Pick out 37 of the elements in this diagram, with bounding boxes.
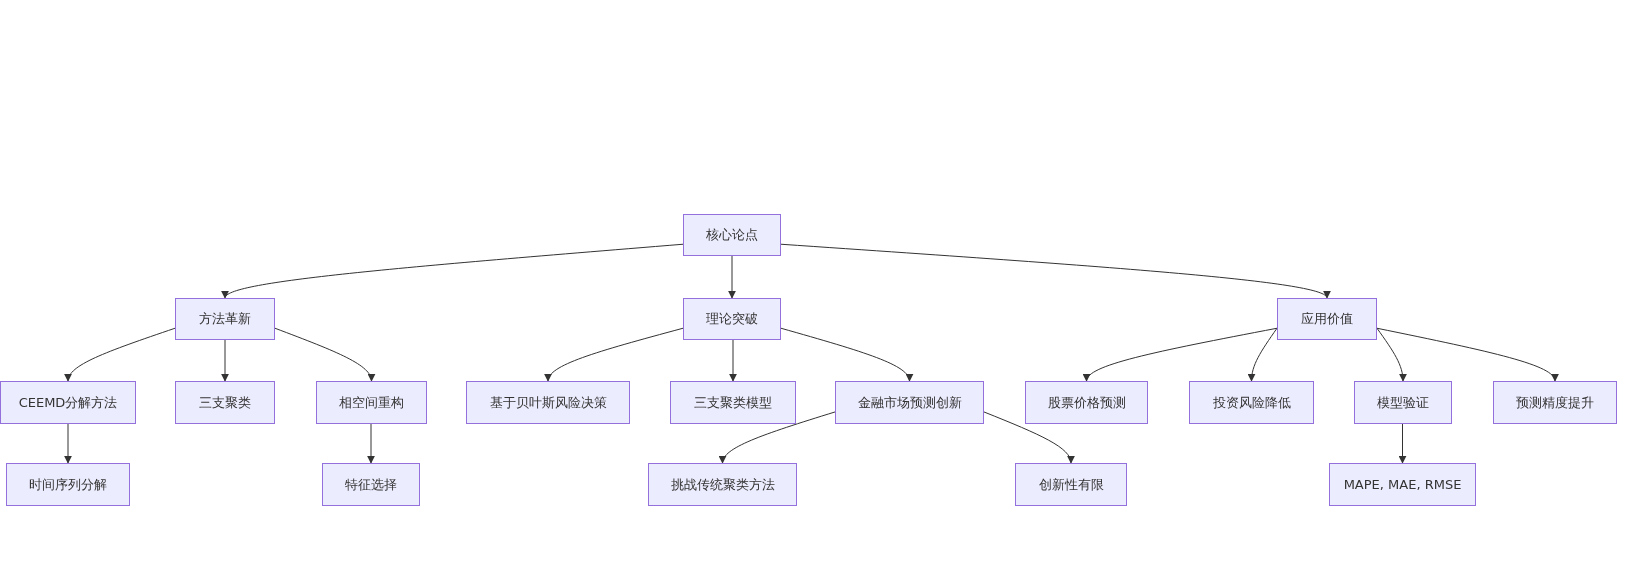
arrow (728, 255, 736, 299)
arrow (545, 327, 684, 382)
process-box: 金融市场预测创新 (835, 381, 984, 424)
process-box: 特征选择 (322, 463, 420, 506)
process-box: 应用价值 (1277, 298, 1377, 340)
arrow (780, 243, 1328, 299)
arrow (1376, 327, 1557, 382)
process-box: 股票价格预测 (1025, 381, 1148, 424)
arrow (65, 327, 176, 382)
process-box: 方法革新 (175, 298, 275, 340)
process-box: 模型验证 (1354, 381, 1452, 424)
arrow (367, 423, 375, 464)
arrow (780, 327, 912, 382)
arrow (274, 327, 375, 382)
arrow (1376, 327, 1407, 382)
arrow (729, 339, 737, 382)
arrow (1398, 423, 1407, 464)
process-box: 时间序列分解 (6, 463, 130, 506)
process-box: 挑战传统聚类方法 (648, 463, 797, 506)
process-box: 三支聚类 (175, 381, 275, 424)
arrow (983, 411, 1074, 464)
process-box: 创新性有限 (1015, 463, 1127, 506)
process-box: 基于贝叶斯风险决策 (466, 381, 630, 424)
arrow (64, 423, 72, 464)
process-box: CEEMD分解方法 (0, 381, 136, 424)
arrow (1085, 327, 1278, 382)
process-box: 投资风险降低 (1189, 381, 1314, 424)
process-box: MAPE, MAE, RMSE (1329, 463, 1476, 506)
process-box: 三支聚类模型 (670, 381, 796, 424)
arrow (1247, 327, 1278, 382)
process-box: 理论突破 (683, 298, 781, 340)
arrow (720, 411, 836, 464)
process-box: 预测精度提升 (1493, 381, 1617, 424)
arrow (224, 243, 684, 299)
process-box: 核心论点 (683, 214, 781, 256)
arrow (221, 339, 229, 382)
process-box: 相空间重构 (316, 381, 427, 424)
